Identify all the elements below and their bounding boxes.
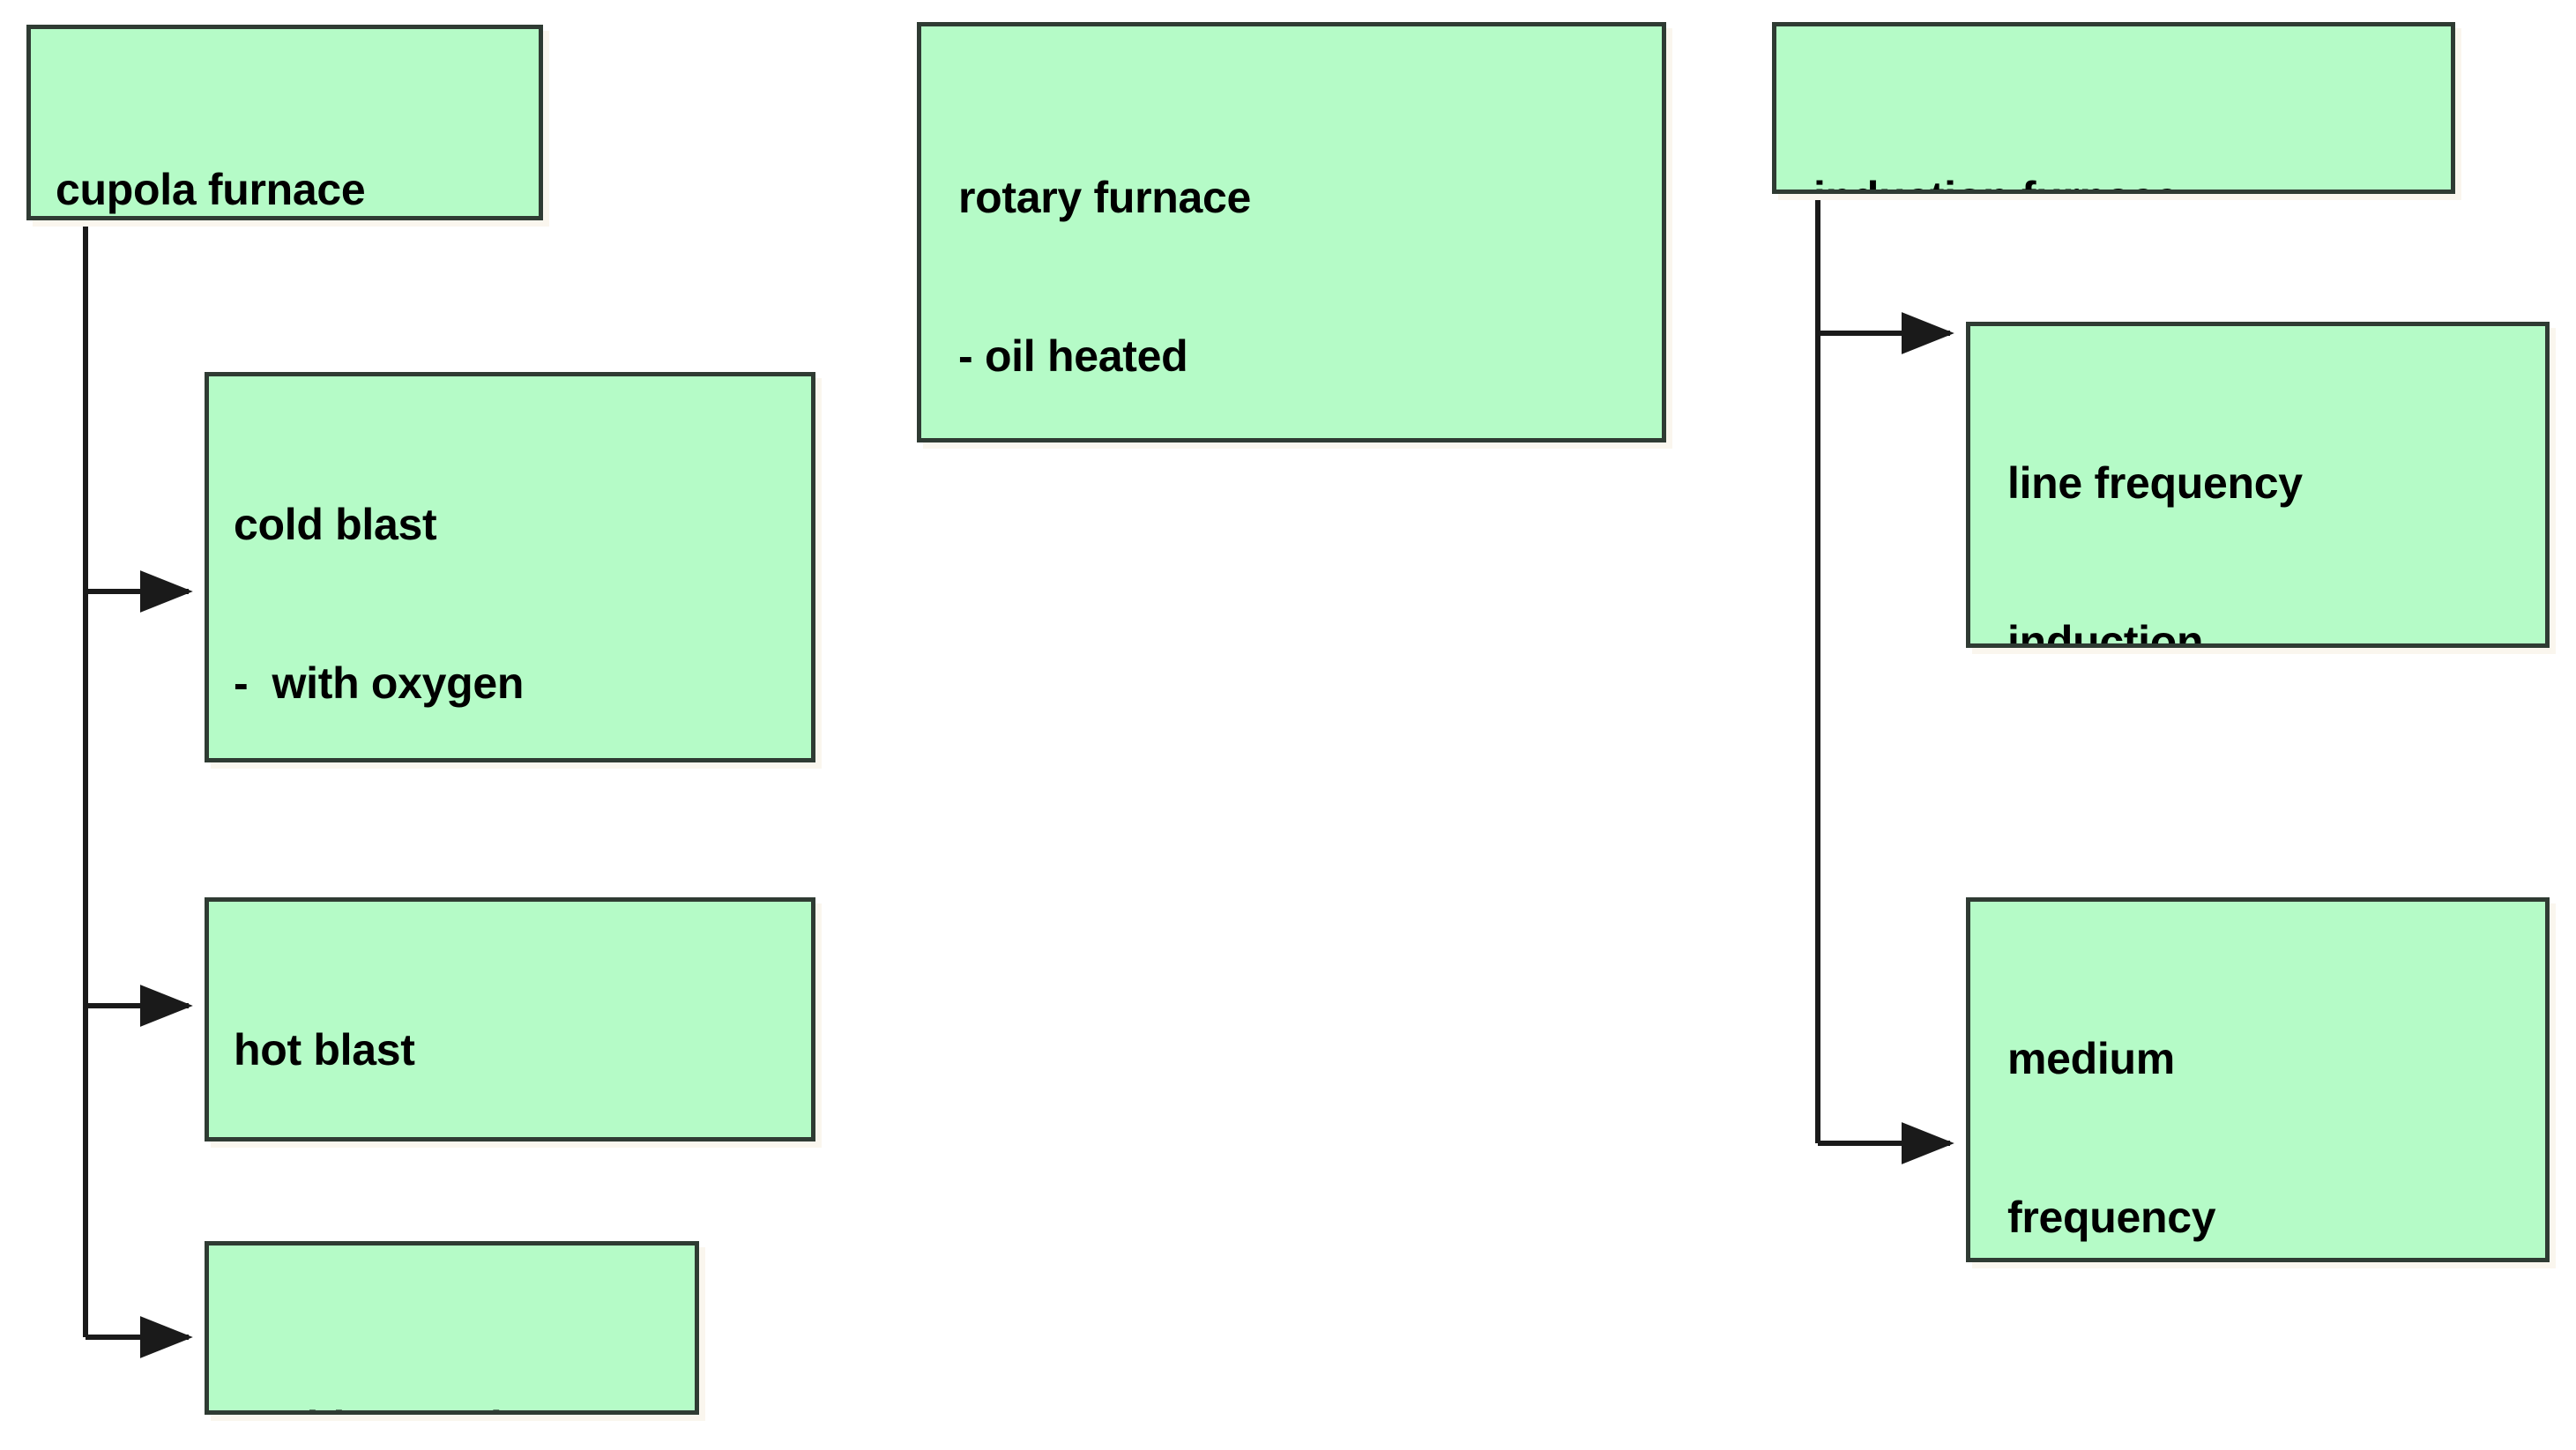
node-line: frequency [2007, 1193, 2216, 1242]
node-line: hot blast [234, 1025, 415, 1074]
node-line: - with oxygen [234, 658, 525, 708]
node-line: rotary furnace [958, 173, 1252, 222]
node-induction-furnace[interactable]: induction furnace [1772, 22, 2455, 194]
node-hot-blast[interactable]: hot blast - with oxygen [205, 897, 815, 1141]
node-rotary-furnace[interactable]: rotary furnace - oil heated - gas heated… [917, 22, 1666, 442]
node-line: line frequency [2007, 458, 2303, 508]
node-without-coke[interactable]: - without coke [205, 1241, 699, 1415]
node-line: cupola furnace [56, 165, 366, 214]
node-line: medium [2007, 1034, 2175, 1083]
node-cold-blast[interactable]: cold blast - with oxygen - with oxygen a… [205, 372, 815, 762]
node-line-frequency-induction-crucible-furnace[interactable]: line frequency induction crucible furnac… [1966, 322, 2550, 648]
node-line: induction furnace [1813, 171, 2451, 190]
node-cupola-furnace[interactable]: cupola furnace [26, 25, 543, 220]
node-medium-frequency-induction-crucible-furnace[interactable]: medium frequency induction crucible furn… [1966, 897, 2550, 1262]
node-line: induction [2007, 617, 2204, 648]
node-line: - oil heated [958, 331, 1188, 381]
node-line: cold blast [234, 500, 437, 549]
node-line: - without coke [246, 1401, 695, 1410]
